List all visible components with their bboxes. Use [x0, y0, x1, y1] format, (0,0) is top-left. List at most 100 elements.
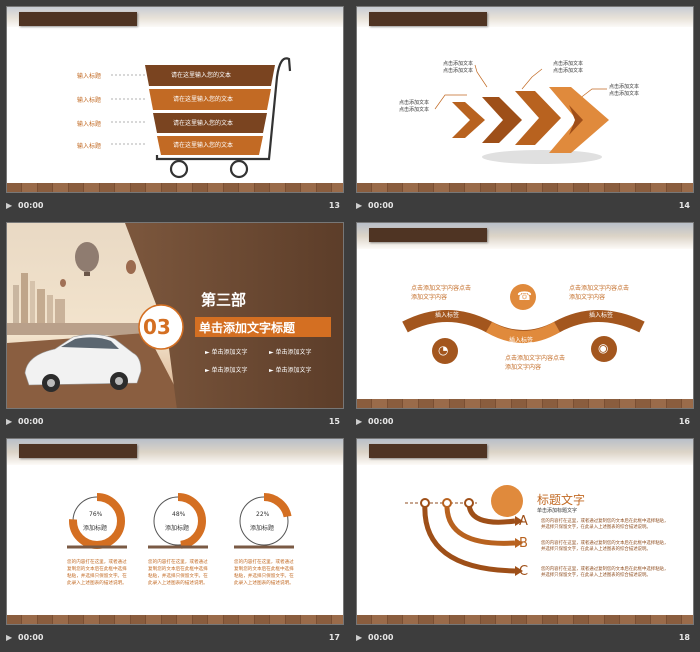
play-icon[interactable]: ▶ — [356, 201, 363, 210]
slide-number: 16 — [678, 417, 690, 426]
cart-row-text: 请在这里输入您的文本 — [173, 96, 234, 103]
play-icon[interactable]: ▶ — [6, 417, 13, 426]
arrow-icon: ► — [205, 349, 212, 356]
wave-text: 点击添加文字内容点击 添加文字内容 — [569, 285, 630, 301]
wood-floor — [7, 615, 343, 624]
slide-15: 03 第三部 单击添加文字标题 ► 单击添加文字 ► 单击添加文字 ► 单击添加… — [6, 222, 344, 409]
section-subtitle: 单击添加文字标题 — [199, 321, 296, 335]
slide-timing: 00:00 — [368, 417, 394, 426]
arrow-note: 点击添加文本 点击添加文本 — [609, 84, 640, 97]
slide-thumb-15[interactable]: 03 第三部 单击添加文字标题 ► 单击添加文字 ► 单击添加文字 ► 单击添加… — [6, 222, 344, 436]
slide-18: 标题文字 单击添加标题文字 A B C 您的内容打在这里，或者通过复制您的文本后… — [356, 438, 694, 625]
option-letter: B — [519, 536, 528, 551]
title-bar — [369, 444, 487, 458]
slide-timing: 00:00 — [368, 201, 394, 210]
wave-graphic — [402, 284, 645, 364]
play-icon[interactable]: ▶ — [6, 633, 13, 642]
slide-timing: 00:00 — [18, 201, 44, 210]
slide-number: 14 — [678, 201, 690, 210]
slide-14: 点击添加文本 点击添加文本 点击添加文本 点击添加文本 点击添加文本 点击添加文… — [356, 6, 694, 193]
slide-caption: ▶ 00:00 13 — [6, 196, 344, 216]
slide-timing: 00:00 — [18, 417, 44, 426]
slide-number: 18 — [678, 633, 690, 642]
tag-label: 插入标签 — [435, 312, 460, 319]
title-bar — [19, 444, 137, 458]
ring-progress — [150, 493, 206, 549]
description: 您的内容打在这里，或者通过复制您的文本后在此框中选择粘贴，并选择只保留文字。在此… — [148, 560, 208, 586]
tag-label: 插入标签 — [509, 337, 534, 344]
wood-floor — [357, 183, 693, 192]
option-text: 您的内容打在这里，或者通过复制您的文本后在此框中选择粘贴，并选择只保留文字，在此… — [541, 567, 669, 578]
description: 您的内容打在这里，或者通过复制您的文本后在此框中选择粘贴，并选择只保留文字。在此… — [67, 560, 127, 586]
phone-icon: ☎ — [517, 289, 532, 303]
slide-number: 17 — [328, 633, 340, 642]
row-label: 输入标题 — [77, 121, 102, 128]
row-label: 输入标题 — [77, 73, 102, 80]
branch-graphic — [405, 485, 523, 576]
arrow-note: 点击添加文本 点击添加文本 — [553, 61, 584, 74]
option-text: 您的内容打在这里，或者通过复制您的文本后在此框中选择粘贴，并选择只保留文字，在此… — [541, 519, 669, 530]
description: 您的内容打在这里，或者通过复制您的文本后在此框中选择粘贴，并选择只保留文字。在此… — [234, 560, 294, 586]
slide-number: 15 — [328, 417, 340, 426]
section-number: 03 — [143, 315, 171, 339]
slide-caption: ▶ 00:00 14 — [356, 196, 694, 216]
bullet-item: ► 单击添加文字 — [269, 367, 312, 374]
play-icon[interactable]: ▶ — [356, 633, 363, 642]
row-label: 输入标题 — [77, 143, 102, 150]
cart-row-text: 请在这里输入您的文本 — [171, 72, 232, 79]
slide-thumb-17[interactable]: 76% 添加标题 48% 添加标题 22% 添加标题 您的内容打在这里，或者通过… — [6, 438, 344, 652]
heading: 标题文字 — [537, 493, 586, 507]
slide-thumb-14[interactable]: 点击添加文本 点击添加文本 点击添加文本 点击添加文本 点击添加文本 点击添加文… — [356, 6, 694, 220]
arrow-note: 点击添加文本 点击添加文本 — [399, 100, 430, 113]
arrow-icon: ► — [205, 367, 212, 374]
section-title: 第三部 — [201, 291, 247, 309]
wood-floor — [7, 183, 343, 192]
ring-percent: 48% — [172, 511, 186, 518]
slide-17: 76% 添加标题 48% 添加标题 22% 添加标题 您的内容打在这里，或者通过… — [6, 438, 344, 625]
wood-floor — [357, 399, 693, 408]
bullet-item: ► 单击添加文字 — [205, 349, 248, 356]
lock-icon: ◉ — [598, 341, 609, 355]
ring-label: 添加标题 — [250, 525, 275, 532]
option-text: 您的内容打在这里，或者通过复制您的文本后在此框中选择粘贴，并选择只保留文字，在此… — [541, 541, 669, 552]
ring-percent: 22% — [256, 511, 270, 518]
wave-text: 点击添加文字内容点击 添加文字内容 — [411, 285, 472, 301]
ring-label: 添加标题 — [165, 525, 190, 532]
ring-label: 添加标题 — [83, 525, 108, 532]
slide-thumb-18[interactable]: 标题文字 单击添加标题文字 A B C 您的内容打在这里，或者通过复制您的文本后… — [356, 438, 694, 652]
slide-caption: ▶ 00:00 16 — [356, 412, 694, 432]
wave-text: 点击添加文字内容点击 添加文字内容 — [505, 355, 566, 371]
ring-progress — [236, 493, 292, 549]
option-letter: A — [519, 514, 528, 529]
play-icon[interactable]: ▶ — [6, 201, 13, 210]
slide-caption: ▶ 00:00 15 — [6, 412, 344, 432]
title-bar — [369, 12, 487, 26]
ring-percent: 76% — [89, 511, 103, 518]
ring-charts — [67, 493, 294, 549]
row-label: 输入标题 — [77, 97, 102, 104]
cart-row-text: 请在这里输入您的文本 — [173, 120, 234, 127]
slide-caption: ▶ 00:00 17 — [6, 628, 344, 648]
slide-timing: 00:00 — [18, 633, 44, 642]
title-bar — [369, 228, 487, 242]
slide-timing: 00:00 — [368, 633, 394, 642]
arrows-graphic — [434, 64, 609, 164]
slide-thumb-13[interactable]: 输入标题 输入标题 输入标题 输入标题 请在这里输入您的文本 请在这里输入您的文… — [6, 6, 344, 220]
slide-thumb-16[interactable]: ◔ ☎ ◉ 插入标签 插入标签 插入标签 点击添加文字内容点击 添加文字内容 点… — [356, 222, 694, 436]
slide-13: 输入标题 输入标题 输入标题 输入标题 请在这里输入您的文本 请在这里输入您的文… — [6, 6, 344, 193]
slide-caption: ▶ 00:00 18 — [356, 628, 694, 648]
arrow-note: 点击添加文本 点击添加文本 — [443, 61, 474, 74]
wood-floor — [357, 615, 693, 624]
bullet-item: ► 单击添加文字 — [269, 349, 312, 356]
ring-progress — [69, 493, 125, 549]
slide-number: 13 — [328, 201, 340, 210]
play-icon[interactable]: ▶ — [356, 417, 363, 426]
chart-icon: ◔ — [438, 343, 449, 357]
subheading: 单击添加标题文字 — [537, 508, 578, 514]
cart-graphic — [111, 57, 292, 179]
arrow-icon: ► — [269, 367, 276, 374]
slide-16: ◔ ☎ ◉ 插入标签 插入标签 插入标签 点击添加文字内容点击 添加文字内容 点… — [356, 222, 694, 409]
bullet-item: ► 单击添加文字 — [205, 367, 248, 374]
cart-row-text: 请在这里输入您的文本 — [173, 142, 234, 149]
option-letter: C — [519, 564, 529, 579]
